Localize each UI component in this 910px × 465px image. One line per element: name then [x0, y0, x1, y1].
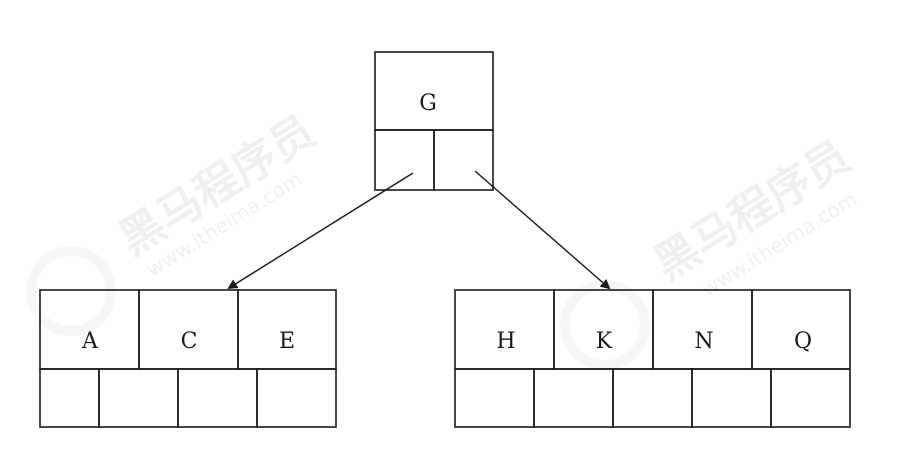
right-key-label-n: N	[694, 329, 713, 354]
left-key-label-a: A	[81, 329, 99, 354]
right-pointer-cell	[691, 368, 772, 428]
root-node: G	[374, 51, 494, 191]
edge-root-to-right-child	[474, 170, 611, 290]
left-pointer-cell	[256, 368, 337, 428]
right-pointer-cell	[770, 368, 851, 428]
right-pointer-cell	[454, 368, 535, 428]
left-key-label-c: C	[181, 329, 198, 354]
left-key-label-e: E	[279, 329, 295, 354]
right-pointer-cell	[533, 368, 614, 428]
left-pointer-cell	[98, 368, 179, 428]
left-pointer-cell	[39, 368, 100, 428]
right-key-label-q: Q	[794, 329, 812, 354]
root-key-label: G	[419, 91, 437, 116]
right-key-label-k: K	[596, 329, 613, 354]
right-child-node: H K N Q	[454, 289, 851, 428]
edge-root-to-left-child	[227, 172, 414, 290]
root-pointer-cell	[374, 129, 435, 191]
right-pointer-cell	[612, 368, 693, 428]
left-pointer-cell	[177, 368, 258, 428]
right-key-label-h: H	[496, 329, 515, 354]
left-child-node: A C E	[39, 289, 337, 428]
root-pointer-cell	[433, 129, 494, 191]
